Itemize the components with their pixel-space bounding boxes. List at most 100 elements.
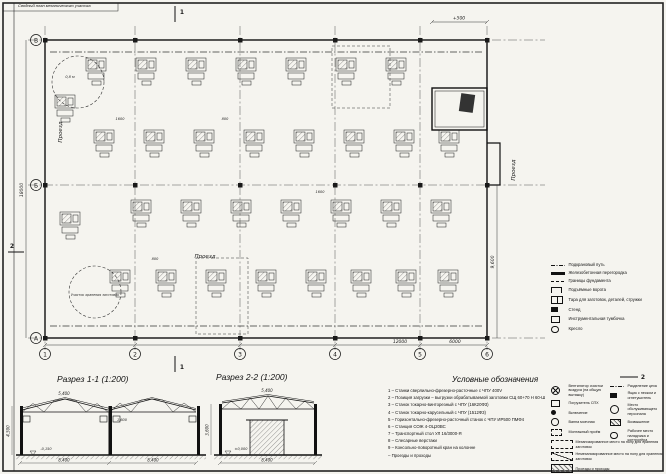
legend-item: Место обслуживающего персонала [610, 403, 664, 416]
axis-col-1: 1 [43, 351, 47, 358]
loader-symbol [551, 399, 560, 407]
s1-level-mark: -0,150 [40, 447, 52, 451]
axis-col-3: 3 [238, 351, 242, 358]
legend-item: Подъёмные ворота [551, 287, 663, 294]
store-room [431, 87, 488, 131]
s1-dim-crane: 1,600 [117, 418, 128, 422]
machine-symbol [59, 211, 81, 240]
machine-symbol [255, 269, 277, 298]
machine-symbol [438, 129, 460, 158]
legend-symbol-strip: Подкрановый путь Железобетонная перегоро… [551, 262, 663, 336]
legend-item: Проезды и проходы [551, 464, 663, 474]
legend-item: 8 – Слесарные верстаки [388, 438, 437, 444]
axis-col-2: 2 [133, 351, 137, 358]
annex-gate [487, 142, 501, 186]
section-1-1-drawing: 5,400 4,500 1,600 -0,150 8,400 8,400 [6, 391, 206, 466]
machine-symbol [430, 199, 452, 228]
legend-item: 3 – Станок токарно-винторезный с ЧПУ (16… [388, 402, 489, 408]
machine-symbol [305, 269, 327, 298]
sandbox-symbol [610, 393, 617, 399]
legend-item: Механизированное место на полу для хране… [551, 440, 663, 449]
machine-symbol [185, 57, 207, 86]
axis-col-4: 4 [333, 351, 337, 358]
legend-item: 5 – Горизонтально-фрезерно-расточный ста… [388, 416, 524, 422]
column-grid-lines [28, 26, 545, 350]
legend-label: Тара для заготовок, деталей, стружки [568, 296, 642, 302]
machine-symbol [135, 57, 157, 86]
staff-place-symbol [610, 405, 619, 414]
legend-label: Ящик с песком и огнетушитель [627, 391, 656, 400]
section-marker-1-top: 1 [180, 9, 184, 16]
section-marker-1-bottom: 1 [180, 364, 184, 371]
legend-item: Немеханизированное место на полу для хра… [551, 452, 663, 462]
machine-symbol [193, 129, 215, 158]
section-marker-2-left: 2 [10, 243, 14, 250]
machine-symbol [230, 199, 252, 228]
s2-dim-left: 3,600 [205, 424, 210, 436]
driveway-label-center: Проезд [194, 254, 215, 260]
machine-symbol [293, 129, 315, 158]
crane-track-lines [50, 51, 484, 327]
machine-symbol [85, 57, 107, 86]
s1-dim-left: 4,500 [6, 425, 11, 437]
legend-item: Ящик с песком и огнетушитель [610, 391, 664, 400]
section-marker-2-right: 2 [641, 374, 645, 381]
axis-col-6: 6 [485, 351, 489, 358]
legend-label: Инструментальная тумбочка [568, 315, 625, 321]
machine-symbol [180, 199, 202, 228]
dim-left-total: 18000 [19, 183, 25, 197]
legend-label: Кресло [568, 326, 583, 332]
dim-inner: 800 [152, 257, 159, 261]
legend-item: Возвышение [610, 419, 664, 427]
dim-inner: 1600 [316, 190, 326, 194]
switch-symbol [551, 410, 556, 416]
machine-symbol [155, 269, 177, 298]
legend-label: Границы фундамента [568, 278, 611, 284]
axis-row-v: В [34, 37, 38, 44]
legend-item: Железобетонная перегородка [551, 270, 663, 276]
machine-symbol [280, 199, 302, 228]
machine-symbol [235, 57, 257, 86]
machine-symbol [385, 57, 407, 86]
section-2-2-title: Разрез 2-2 (1:200) [216, 372, 288, 382]
s2-dim-top: 5,400 [261, 388, 273, 393]
legend-item: 6 – Станция СОЖ 4-ОЦ20ВС [388, 423, 446, 429]
legend-item: Монтажный проём [551, 429, 608, 436]
crane-track-symbol [551, 264, 565, 266]
legend-item: 2 – Позиция загрузки – выгрузки обрабаты… [388, 395, 546, 401]
opening-symbol [551, 429, 562, 436]
driveway-label-right: Проезд [511, 159, 517, 180]
legend-label: Подкрановый путь [568, 262, 605, 267]
dimension-lines [25, 19, 498, 348]
legend-label: Механизированное место на полу для хране… [575, 440, 659, 449]
legend-item: Вентилятор очистки воздуха (на общую выт… [551, 384, 608, 397]
chair-symbol [551, 325, 559, 334]
partition-symbol [551, 272, 565, 275]
legend-item: Границы фундамента [551, 278, 663, 284]
shop-divider-symbol [610, 385, 624, 387]
legend-label: Рабочее место наладчика и контролёра [627, 429, 654, 442]
legend-label: Железобетонная перегородка [568, 270, 627, 276]
machine-symbol [93, 129, 115, 158]
legend-label: Немеханизированное место на полу для хра… [575, 452, 663, 461]
legend-item: 7 – Транспортный стол УЛ 16/3000-Я [388, 431, 462, 437]
work-zones [195, 45, 391, 335]
axis-row-a: А [34, 335, 39, 342]
section-markers [8, 6, 638, 378]
operator-place-symbol [610, 431, 618, 440]
stand-symbol [551, 307, 558, 313]
detail-label-bottom: Участок хранения заготовок [71, 293, 119, 297]
non-mechanized-storage-symbol [551, 452, 573, 462]
legend-item: Стенд [551, 307, 663, 313]
dim-inner: 800 [222, 117, 229, 121]
s1-dim-top: 5,400 [58, 391, 70, 396]
machine-symbol [380, 199, 402, 228]
legend-label: Место обслуживающего персонала [627, 403, 658, 416]
legend-label: Возвышение [627, 420, 650, 425]
legend-item: Рабочее место наладчика и контролёра [610, 429, 664, 442]
legend-item: Погрузитель СПХ [551, 399, 608, 407]
legend-item: Включение [551, 410, 608, 416]
machine-symbol [343, 129, 365, 158]
